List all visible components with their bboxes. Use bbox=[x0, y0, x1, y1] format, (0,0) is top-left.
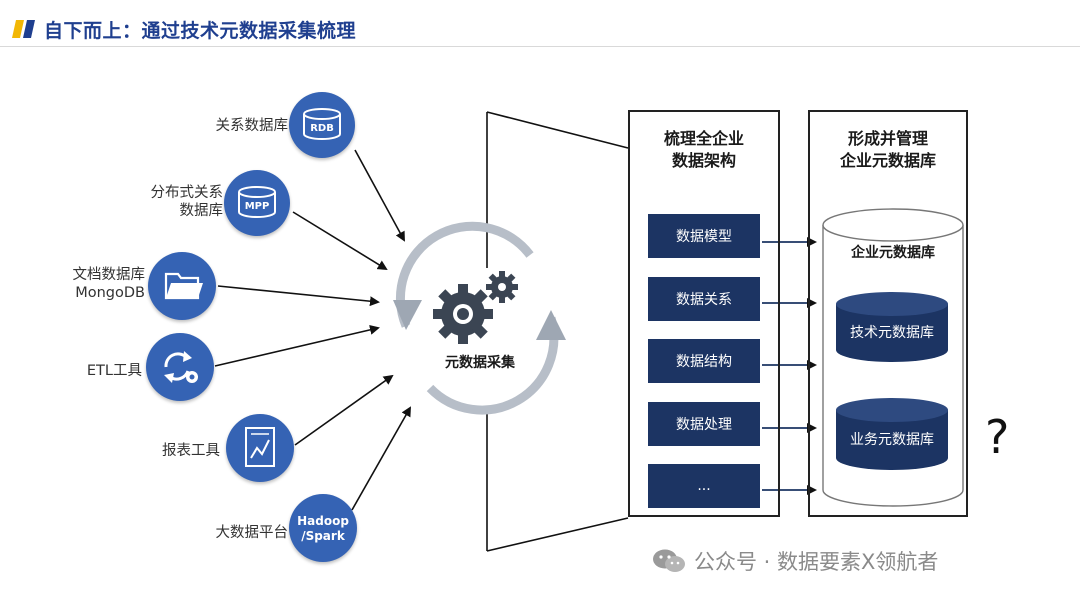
question-mark: ? bbox=[985, 410, 1010, 464]
source-label-mongodb: 文档数据库 MongoDB bbox=[72, 267, 146, 301]
logo-mark-icon bbox=[12, 20, 35, 38]
trapezoid-bottom-edge bbox=[486, 517, 629, 552]
arrow-mongodb bbox=[217, 285, 380, 307]
wechat-icon bbox=[653, 549, 685, 572]
mpp-icon-text: MPP bbox=[245, 201, 270, 212]
folder-icon bbox=[148, 252, 216, 320]
technical-metadata-cylinder bbox=[836, 292, 948, 362]
watermark-text: 公众号 · 数据要素X领航者 bbox=[694, 550, 939, 574]
spark-icon-text: /Spark bbox=[301, 529, 346, 543]
source-label-bigdata: 大数据平台 bbox=[215, 525, 289, 541]
arrow-report bbox=[294, 374, 394, 446]
etl-cycle-gear-icon bbox=[146, 333, 214, 401]
mpp-database-icon: MPP bbox=[224, 170, 290, 236]
business-metadata-label: 业务元数据库 bbox=[850, 432, 934, 448]
architecture-item-model: 数据模型 bbox=[648, 214, 760, 258]
technical-metadata-label: 技术元数据库 bbox=[850, 325, 934, 341]
source-label-rdb: 关系数据库 bbox=[215, 118, 289, 134]
watermark: 公众号 · 数据要素X领航者 bbox=[652, 546, 938, 576]
source-label-etl: ETL工具 bbox=[86, 363, 142, 379]
architecture-item-more: ... bbox=[648, 464, 760, 508]
rdb-database-icon: RDB bbox=[289, 92, 355, 158]
hadoop-spark-icon: Hadoop /Spark bbox=[289, 494, 357, 562]
report-document-icon bbox=[226, 414, 294, 482]
arrow-mpp bbox=[292, 211, 388, 271]
source-label-report: 报表工具 bbox=[162, 443, 220, 459]
hub-label: 元数据采集 bbox=[445, 355, 515, 371]
repository-title: 形成并管理 企业元数据库 bbox=[839, 129, 936, 170]
architecture-item-structure: 数据结构 bbox=[648, 339, 760, 383]
header-divider bbox=[0, 46, 1080, 47]
architecture-frame bbox=[628, 110, 780, 517]
source-label-mpp: 分布式关系 数据库 bbox=[150, 185, 224, 219]
page-title: 自下而上：通过技术元数据采集梳理 bbox=[44, 20, 357, 42]
repository-frame bbox=[808, 110, 968, 517]
architecture-item-process: 数据处理 bbox=[648, 402, 760, 446]
trapezoid-top-edge bbox=[486, 111, 629, 149]
hadoop-icon-text: Hadoop bbox=[297, 514, 349, 528]
arrow-rdb bbox=[354, 149, 405, 242]
arrow-etl bbox=[214, 324, 380, 367]
gears-icon bbox=[433, 271, 518, 344]
repository-cylinder-label: 企业元数据库 bbox=[851, 245, 935, 261]
arrow-bigdata bbox=[351, 406, 411, 511]
architecture-item-relation: 数据关系 bbox=[648, 277, 760, 321]
architecture-title: 梳理全企业 数据架构 bbox=[663, 129, 744, 170]
cycle-arrows-icon bbox=[393, 221, 566, 415]
business-metadata-cylinder bbox=[836, 398, 948, 470]
rdb-icon-text: RDB bbox=[310, 123, 334, 134]
